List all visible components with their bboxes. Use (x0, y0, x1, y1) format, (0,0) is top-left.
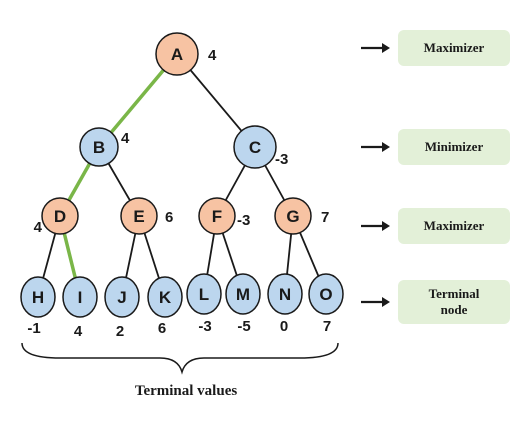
legend-item: Maximizer (361, 208, 510, 244)
node-circle (20, 276, 56, 318)
tree-nodes: A B C D E F G H I J K L M N O (20, 32, 344, 318)
node-value-I: 4 (74, 323, 83, 340)
node-A: A (155, 32, 199, 76)
node-values: 4 4 -3 4 6 -3 7 -1 4 2 6 -3 -5 0 7 (27, 47, 331, 340)
node-circle (186, 273, 222, 315)
node-F: F (198, 197, 236, 235)
legend-box (398, 129, 510, 165)
node-label: A (171, 45, 183, 64)
arrow-right-icon (361, 142, 390, 152)
legend-label: Maximizer (424, 40, 485, 55)
node-E: E (120, 197, 158, 235)
node-L: L (186, 273, 222, 315)
legend-box (398, 30, 510, 66)
node-circle (104, 276, 140, 318)
legend-item: Minimizer (361, 129, 510, 165)
node-circle (79, 127, 119, 167)
node-circle (120, 197, 158, 235)
node-value-C: -3 (275, 151, 288, 168)
node-circle (147, 276, 183, 318)
node-G: G (274, 197, 312, 235)
node-value-D: 4 (34, 219, 43, 236)
node-H: H (20, 276, 56, 318)
node-C: C (233, 125, 277, 169)
arrow-right-icon (361, 221, 390, 231)
node-label: B (93, 138, 105, 157)
node-M: M (225, 273, 261, 315)
node-value-F: -3 (237, 212, 250, 229)
node-value-K: 6 (158, 320, 166, 337)
node-B: B (79, 127, 119, 167)
node-circle (62, 276, 98, 318)
node-value-H: -1 (27, 320, 40, 337)
node-value-J: 2 (116, 323, 124, 340)
node-circle (274, 197, 312, 235)
node-label: H (32, 288, 44, 307)
node-value-E: 6 (165, 209, 173, 226)
node-value-L: -3 (198, 318, 211, 335)
legend-box (398, 280, 510, 324)
node-circle (155, 32, 199, 76)
node-circle (198, 197, 236, 235)
legend-label: Maximizer (424, 218, 485, 233)
node-label: I (78, 288, 83, 307)
arrow-right-icon (361, 297, 390, 307)
node-label: N (279, 285, 291, 304)
node-label: M (236, 285, 250, 304)
node-value-O: 7 (323, 318, 331, 335)
node-label: O (319, 285, 332, 304)
node-circle (233, 125, 277, 169)
node-D: D (41, 197, 79, 235)
tree-edges (37, 52, 327, 299)
node-value-N: 0 (280, 318, 288, 335)
arrow-right-icon (361, 43, 390, 53)
node-I: I (62, 276, 98, 318)
node-value-B: 4 (121, 130, 130, 147)
node-circle (225, 273, 261, 315)
node-O: O (308, 273, 344, 315)
node-label: E (133, 207, 144, 226)
node-value-G: 7 (321, 209, 329, 226)
node-label: J (117, 288, 126, 307)
node-label: D (54, 207, 66, 226)
node-value-A: 4 (208, 47, 217, 64)
node-circle (41, 197, 79, 235)
node-value-M: -5 (237, 318, 250, 335)
node-K: K (147, 276, 183, 318)
node-circle (308, 273, 344, 315)
curly-brace-icon (21, 342, 339, 375)
legend-box (398, 208, 510, 244)
node-label: F (212, 207, 222, 226)
legend-label: Minimizer (425, 139, 484, 154)
node-N: N (267, 273, 303, 315)
node-circle (267, 273, 303, 315)
node-label: L (199, 285, 209, 304)
footer-label: Terminal values (135, 383, 238, 399)
node-J: J (104, 276, 140, 318)
node-label: G (286, 207, 299, 226)
node-label: K (159, 288, 172, 307)
terminal-values-footer: Terminal values (21, 342, 339, 399)
legend-item: Maximizer (361, 30, 510, 66)
node-label: C (249, 138, 261, 157)
